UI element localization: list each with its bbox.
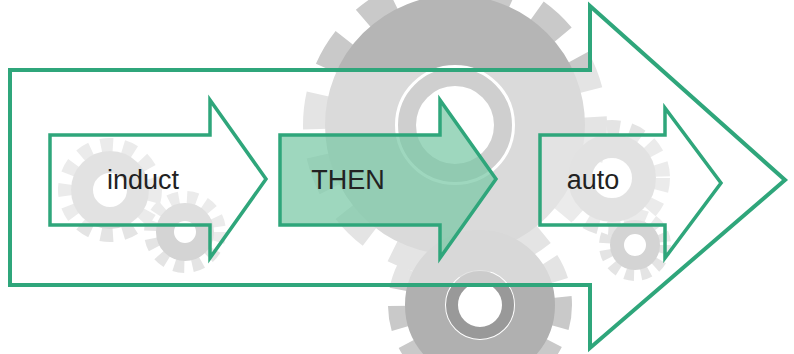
- arrow-step: induct: [48, 98, 268, 260]
- step-label: induct: [48, 135, 238, 225]
- arrow-step: THEN: [278, 98, 498, 260]
- step-label: THEN: [278, 135, 418, 225]
- arrow-shape: [538, 106, 723, 260]
- outer-arrow: [10, 6, 785, 348]
- arrow-step: auto: [538, 106, 723, 260]
- step-label: auto: [538, 135, 648, 225]
- arrow-shape: [278, 98, 498, 260]
